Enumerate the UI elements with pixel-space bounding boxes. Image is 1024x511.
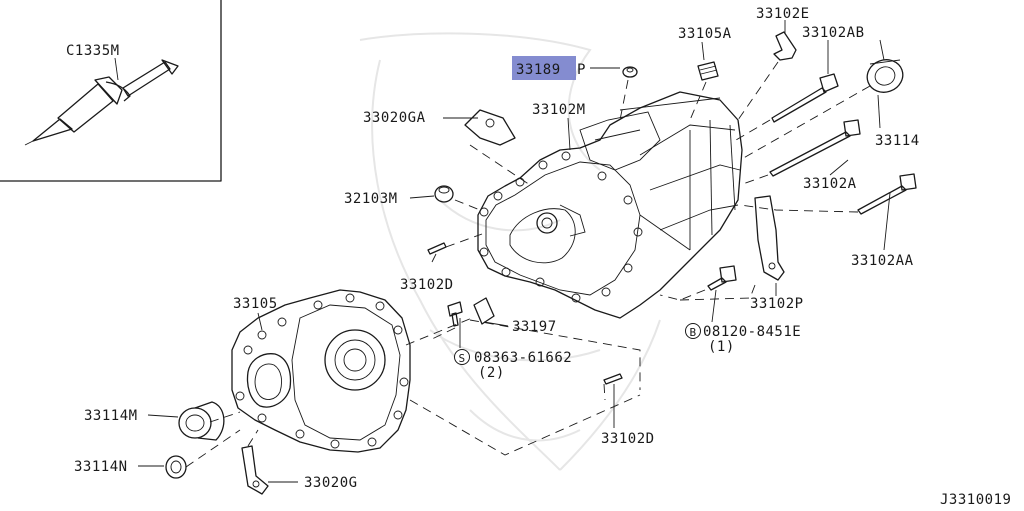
housing-flange-holes bbox=[479, 151, 643, 303]
transfer-case-housing bbox=[477, 91, 743, 319]
label-33105a: 33105A bbox=[678, 26, 732, 42]
part-labels: 33189 P 33105A 33102E 33102AB 33114 3302… bbox=[74, 6, 920, 491]
label-33197: 33197 bbox=[512, 319, 557, 335]
label-33102ab: 33102AB bbox=[802, 25, 865, 41]
front-case bbox=[231, 289, 411, 453]
stud-bottom-icon bbox=[603, 373, 623, 385]
label-08363: 08363-61662 bbox=[474, 350, 572, 366]
leader-lines bbox=[138, 20, 891, 483]
plug-icon bbox=[622, 66, 638, 78]
label-33189-suffix: P bbox=[577, 62, 586, 78]
highlight-33189 bbox=[512, 56, 576, 80]
label-33114m: 33114M bbox=[84, 408, 138, 424]
label-33102d-top: 33102D bbox=[400, 277, 454, 293]
seal-m-icon bbox=[178, 401, 225, 441]
label-33114: 33114 bbox=[875, 133, 920, 149]
dowel-icon bbox=[473, 297, 495, 325]
label-08120: 08120-8451E bbox=[703, 324, 801, 340]
stud-top-icon bbox=[427, 242, 447, 255]
label-33102aa: 33102AA bbox=[851, 253, 914, 269]
small-parts bbox=[165, 31, 917, 495]
label-33020ga: 33020GA bbox=[363, 110, 426, 126]
ring-n-icon bbox=[165, 455, 187, 479]
label-33102e: 33102E bbox=[756, 6, 810, 22]
breather-cap-icon bbox=[697, 61, 719, 81]
sealant-tube-icon bbox=[24, 59, 179, 146]
label-33105: 33105 bbox=[233, 296, 278, 312]
bolt-a-icon bbox=[769, 119, 861, 177]
label-08363-qty: (2) bbox=[478, 365, 505, 381]
diagram-id: J3310019 bbox=[940, 492, 1011, 508]
label-33189: 33189 bbox=[516, 62, 561, 78]
label-33102d-bottom: 33102D bbox=[601, 431, 655, 447]
bracket-p-icon bbox=[754, 195, 785, 281]
label-33114n: 33114N bbox=[74, 459, 128, 475]
bolt-s-icon bbox=[447, 301, 463, 327]
label-33102p: 33102P bbox=[750, 296, 804, 312]
screw-symbol-s bbox=[454, 349, 470, 365]
symbol-s-text: S bbox=[458, 352, 465, 365]
rubber-plug-icon bbox=[434, 185, 454, 203]
label-08120-qty: (1) bbox=[708, 339, 735, 355]
label-c1335m: C1335M bbox=[66, 43, 120, 59]
watermark-emblem bbox=[359, 32, 661, 471]
bolt-aa-icon bbox=[857, 173, 917, 215]
bracket-g-icon bbox=[241, 445, 269, 495]
assembly-lines bbox=[185, 61, 871, 468]
bolt-symbol-b bbox=[685, 323, 701, 339]
oil-seal-icon bbox=[866, 59, 904, 93]
sealant-inset: C1335M bbox=[0, 0, 222, 182]
bracket-ga-icon bbox=[464, 109, 516, 146]
bolt-b-icon bbox=[707, 265, 737, 291]
label-33102m: 33102M bbox=[532, 102, 586, 118]
breather-tube-icon bbox=[773, 31, 797, 61]
symbol-b-text: B bbox=[689, 326, 696, 339]
label-33020g: 33020G bbox=[304, 475, 358, 491]
label-32103m: 32103M bbox=[344, 191, 398, 207]
bolt-ab-icon bbox=[771, 73, 839, 123]
label-33102a: 33102A bbox=[803, 176, 857, 192]
